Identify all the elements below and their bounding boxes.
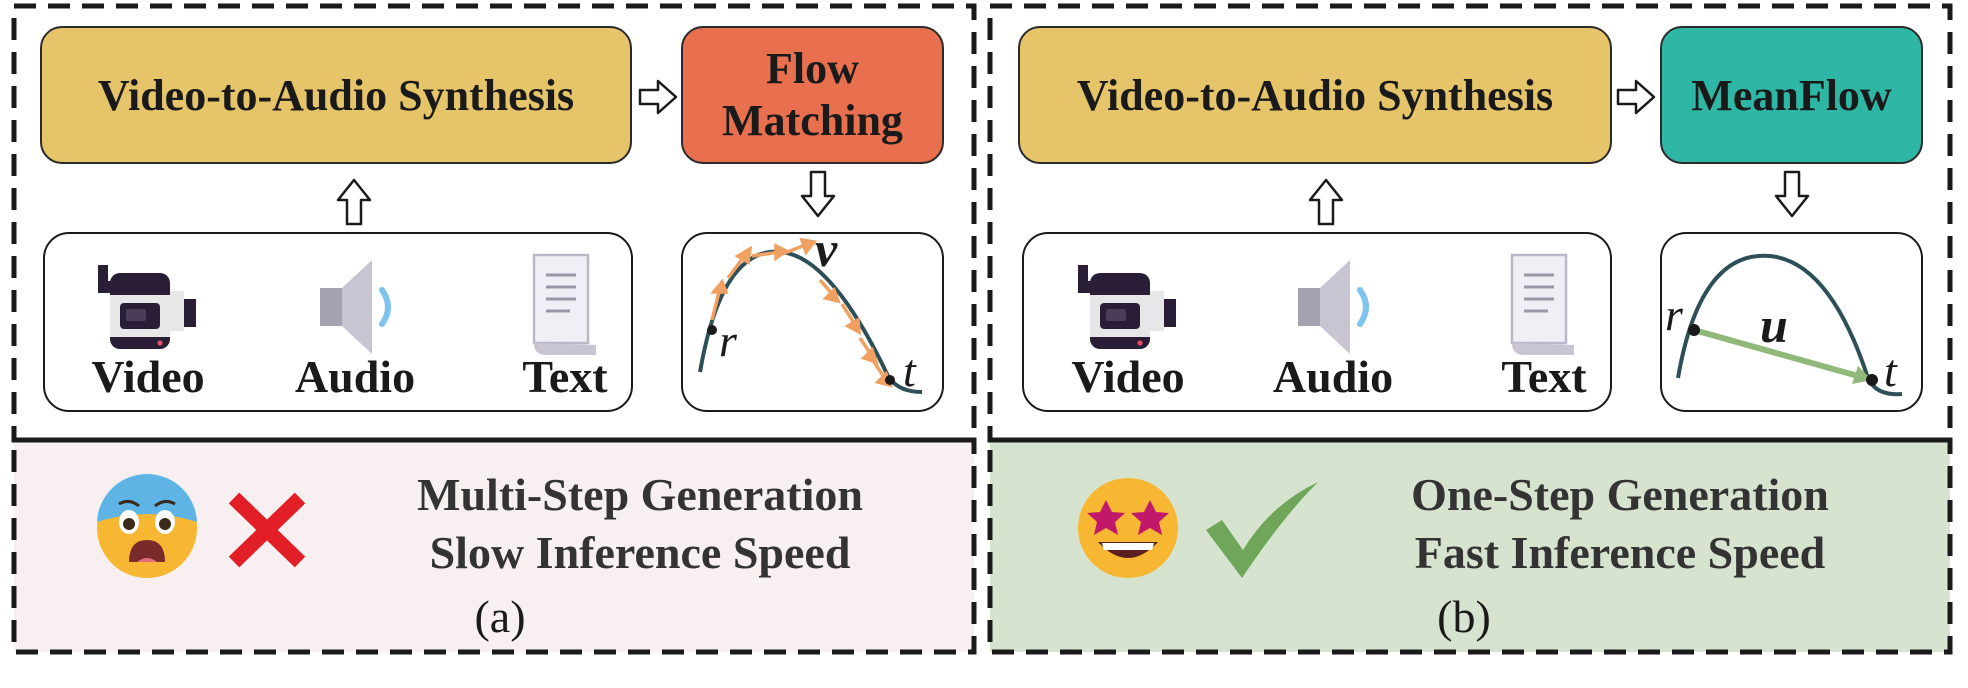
panel-a-video-camera-icon <box>98 265 196 349</box>
panel-b-check-mark-icon <box>1206 482 1318 578</box>
panel-a-caption-line1: Multi-Step Generation <box>417 469 863 520</box>
panel-b-star-struck-face-icon <box>1078 478 1178 578</box>
panel-b-document-icon <box>1510 253 1576 357</box>
panel-b-synthesis-box: Video-to-Audio Synthesis <box>1018 26 1612 164</box>
panel-b-input-label-audio: Audio <box>1272 351 1394 402</box>
panel-a-curve-end-label: t <box>903 345 917 396</box>
panel-a-speaker-icon <box>320 260 388 354</box>
panel-a-up-arrow-icon <box>336 178 372 226</box>
panel-a-flow-matching-box: Flow Matching <box>681 26 944 164</box>
panel-a-velocity-arrows <box>710 237 893 388</box>
panel-b-meanflow-box: MeanFlow <box>1660 26 1923 164</box>
panel-b-average-velocity-arrow <box>1693 327 1859 379</box>
panel-b-caption: One-Step Generation Fast Inference Speed <box>1340 466 1900 582</box>
panel-a-right-arrow-icon <box>638 79 678 115</box>
panel-a-input-label-audio: Audio <box>294 351 416 402</box>
panel-a-synthesis-label: Video-to-Audio Synthesis <box>97 70 575 120</box>
panel-b-caption-line2: Fast Inference Speed <box>1414 526 1826 578</box>
panel-a-input-label-text: Text <box>522 351 608 402</box>
panel-a-caption-line2: Slow Inference Speed <box>429 526 851 578</box>
panel-a-bottom-frame <box>11 437 977 655</box>
panel-b-curve-start-label: r <box>1665 289 1684 340</box>
panel-b-down-arrow-icon <box>1774 170 1810 218</box>
panel-a-curve-start-label: r <box>719 315 738 366</box>
panel-a-method-label-line1: Flow <box>766 44 859 94</box>
panel-b-average-velocity-label: u <box>1760 297 1788 353</box>
panel-b-input-label-text: Text <box>1501 351 1587 402</box>
panel-a-sublabel: (a) <box>474 591 526 642</box>
panel-b-sublabel: (b) <box>1437 591 1491 642</box>
panel-b-curve-end-label: t <box>1884 345 1898 396</box>
panel-b-bottom-frame <box>987 437 1953 655</box>
panel-a-velocity-label: v <box>815 221 838 277</box>
panel-b-synthesis-label: Video-to-Audio Synthesis <box>1076 70 1554 120</box>
panel-b-meanflow-curve <box>1676 253 1903 397</box>
panel-a-cross-mark-icon <box>228 492 306 568</box>
panel-b-speaker-icon <box>1298 260 1366 354</box>
panel-a-synthesis-box: Video-to-Audio Synthesis <box>40 26 632 164</box>
panel-b-video-camera-icon <box>1078 265 1176 349</box>
panel-a-down-arrow-icon <box>800 170 836 218</box>
panel-a-method-label-line2: Matching <box>722 96 903 145</box>
panel-b-right-arrow-icon <box>1616 79 1656 115</box>
panel-b-caption-line1: One-Step Generation <box>1411 469 1829 520</box>
panel-a-fearful-face-icon <box>97 474 197 578</box>
panel-a-document-icon <box>532 253 598 357</box>
panel-a-input-label-video: Video <box>91 351 205 402</box>
panel-b-input-label-video: Video <box>1071 351 1185 402</box>
panel-a-caption: Multi-Step Generation Slow Inference Spe… <box>360 466 920 582</box>
panel-a-flow-curve <box>698 237 923 394</box>
panel-a-curve-box <box>681 232 944 412</box>
panel-b-up-arrow-icon <box>1308 178 1344 226</box>
panel-b-method-label: MeanFlow <box>1691 70 1892 120</box>
